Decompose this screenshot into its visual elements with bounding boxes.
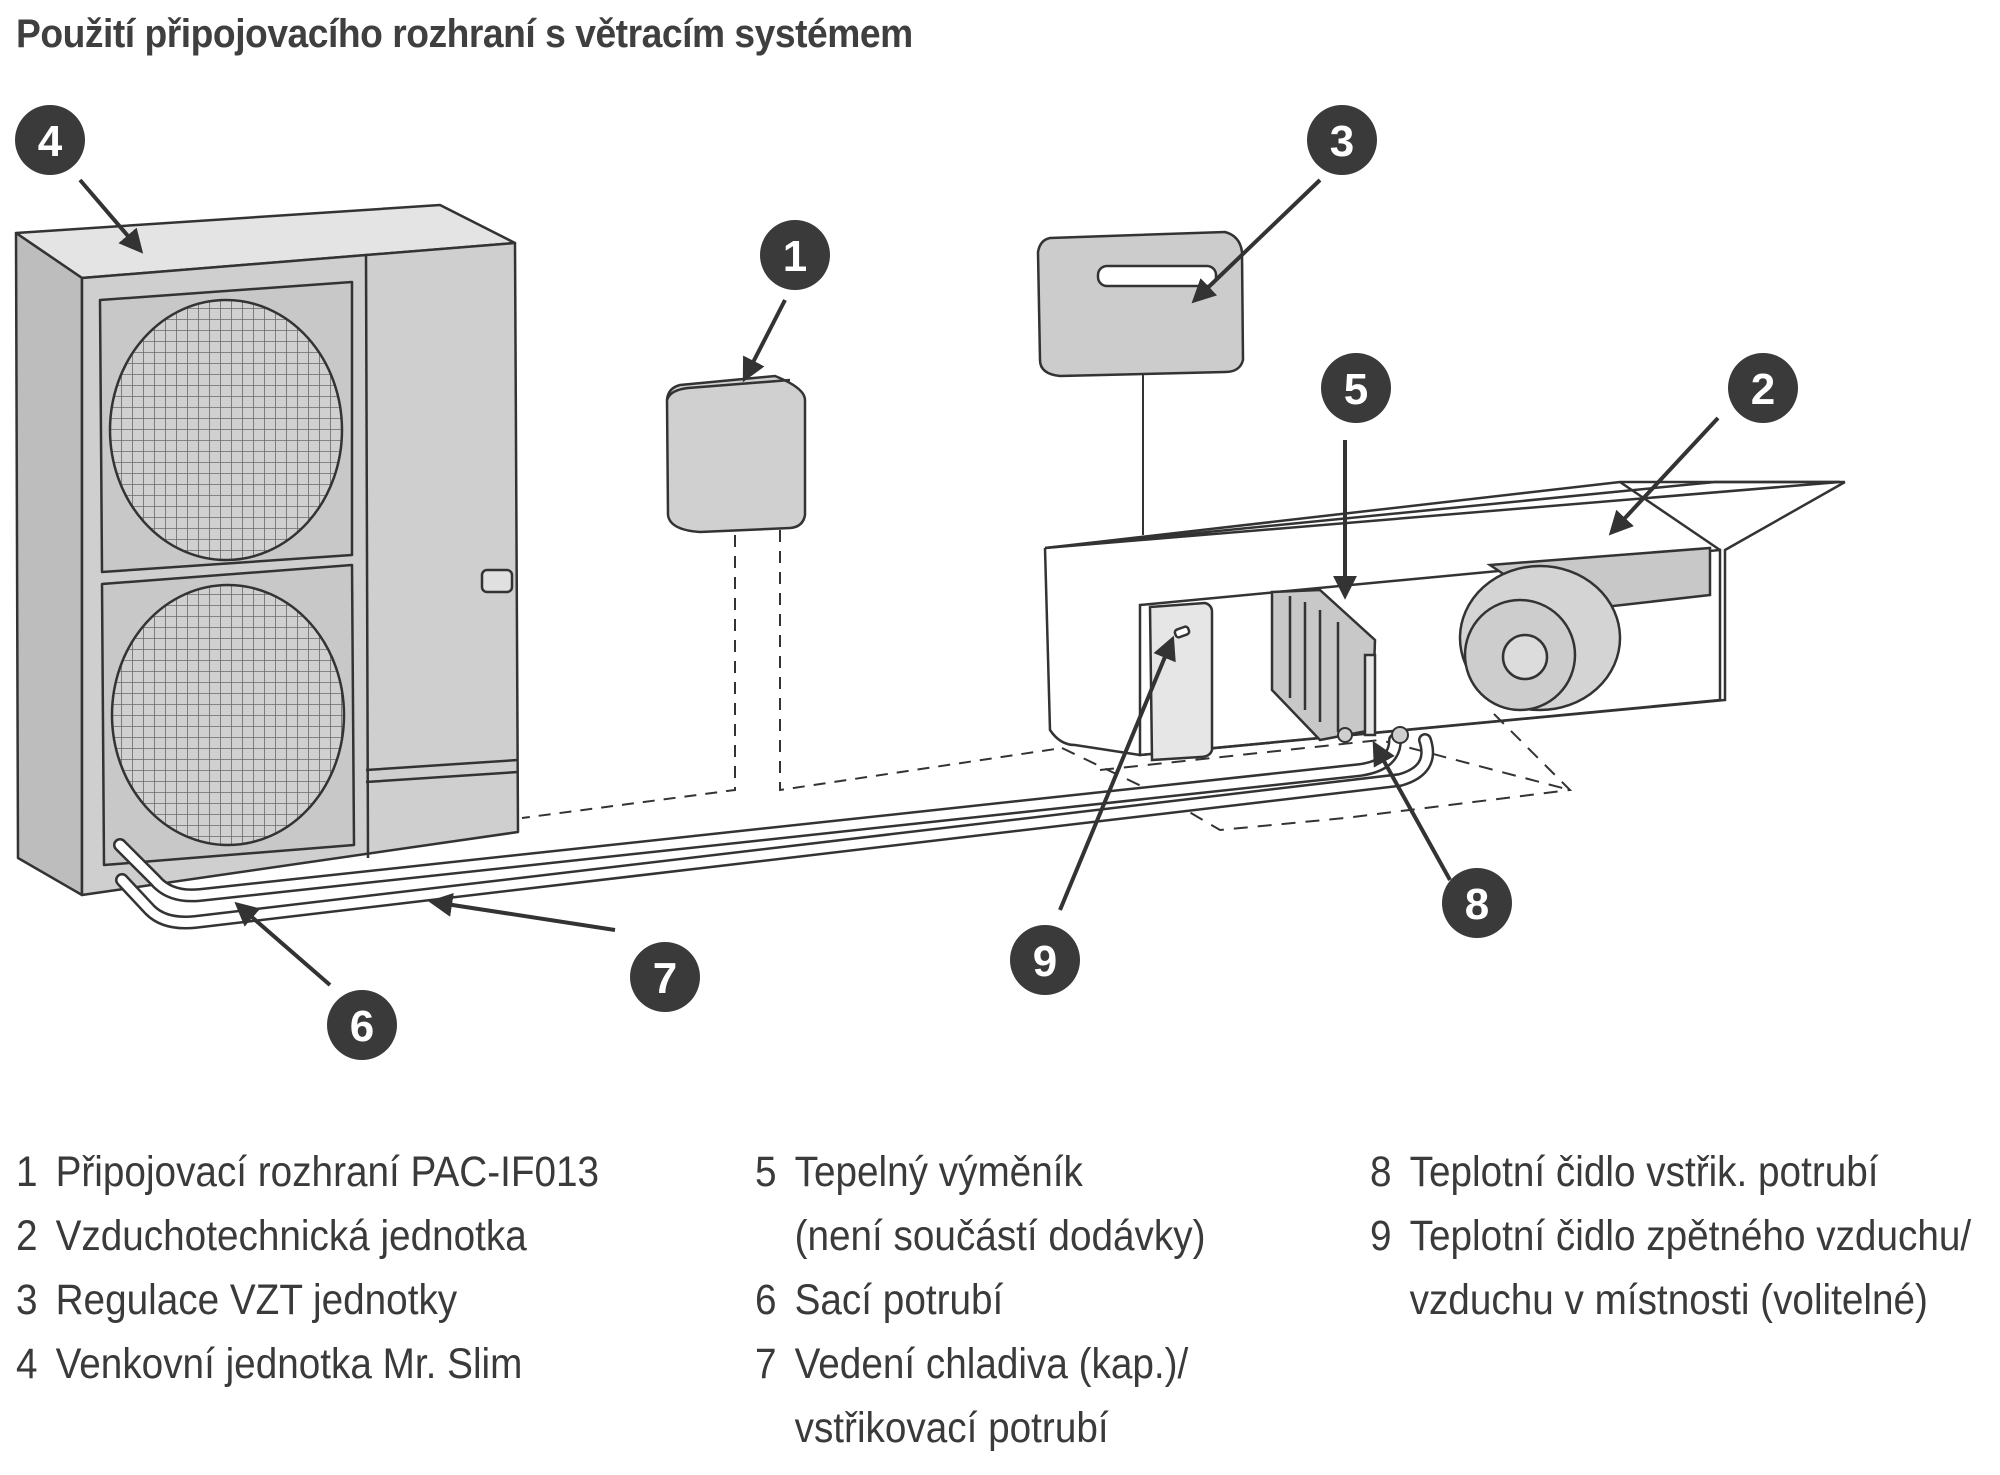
svg-text:3: 3 — [1330, 117, 1354, 166]
legend-text: Vzduchotechnická jednotka — [55, 1212, 527, 1260]
callout-6: 6 — [327, 990, 397, 1060]
legend-text: vzduchu v místnosti (volitelné) — [1409, 1276, 1928, 1324]
legend-number: 6 — [755, 1276, 777, 1324]
legend-number: 7 — [755, 1340, 777, 1388]
legend-number: 8 — [1370, 1148, 1392, 1196]
wiring-lines — [521, 530, 1063, 819]
legend-item: 2 Vzduchotechnická jednotka — [16, 1204, 599, 1268]
legend-text: Venkovní jednotka Mr. Slim — [55, 1340, 523, 1388]
controller-box — [1036, 230, 1245, 535]
legend-item: 5 Tepelný výměník (není součástí dodávky… — [755, 1140, 1205, 1268]
legend-item: 1 Připojovací rozhraní PAC-IF013 — [16, 1140, 599, 1204]
callout-2: 2 — [1728, 353, 1798, 423]
svg-text:8: 8 — [1465, 880, 1489, 929]
svg-text:1: 1 — [783, 232, 807, 281]
legend-number: 3 — [16, 1276, 38, 1324]
callout-8: 8 — [1442, 868, 1512, 938]
svg-text:5: 5 — [1344, 365, 1368, 414]
legend-item: 8 Teplotní čidlo vstřik. potrubí — [1370, 1140, 1971, 1204]
svg-text:7: 7 — [653, 954, 677, 1003]
legend-item: 7 Vedení chladiva (kap.)/ vstřikovací po… — [755, 1332, 1205, 1460]
legend-text: Regulace VZT jednotky — [55, 1276, 458, 1324]
legend-item: 9 Teplotní čidlo zpětného vzduchu/ vzduc… — [1370, 1204, 1971, 1332]
interface-box — [665, 374, 807, 534]
svg-text:4: 4 — [38, 117, 63, 166]
svg-text:2: 2 — [1751, 365, 1775, 414]
legend-item: 6 Sací potrubí — [755, 1268, 1205, 1332]
legend-text: Sací potrubí — [794, 1276, 1004, 1324]
callout-5: 5 — [1321, 353, 1391, 423]
legend-number: 4 — [16, 1340, 38, 1388]
heat-exchanger — [1270, 588, 1377, 742]
callout-4: 4 — [15, 105, 85, 175]
callout-9: 9 — [1010, 925, 1080, 995]
legend-text: (není součástí dodávky) — [794, 1212, 1206, 1260]
legend-text: Připojovací rozhraní PAC-IF013 — [55, 1148, 600, 1196]
outdoor-unit — [14, 203, 520, 897]
legend-item: 4 Venkovní jednotka Mr. Slim — [16, 1332, 599, 1396]
svg-text:9: 9 — [1033, 937, 1057, 986]
callout-arrows — [78, 178, 1720, 987]
legend-number: 5 — [755, 1148, 777, 1196]
callout-7: 7 — [630, 942, 700, 1012]
legend-text: Teplotní čidlo vstřik. potrubí — [1409, 1148, 1879, 1196]
legend-text: Tepelný výměník — [794, 1148, 1083, 1196]
legend-number: 2 — [16, 1212, 38, 1260]
svg-text:6: 6 — [350, 1002, 374, 1051]
legend-number: 9 — [1370, 1212, 1392, 1260]
legend-column-2: 5 Tepelný výměník (není součástí dodávky… — [755, 1140, 1205, 1460]
air-handling-unit — [1043, 480, 1846, 832]
legend-item: 3 Regulace VZT jednotky — [16, 1268, 599, 1332]
ventilation-system-diagram: 1 2 3 4 5 6 7 8 9 — [14, 105, 1846, 1060]
legend-number: 1 — [16, 1148, 38, 1196]
callout-1: 1 — [760, 220, 830, 290]
page-title: Použití připojovacího rozhraní s větrací… — [16, 12, 913, 56]
legend-column-1: 1 Připojovací rozhraní PAC-IF013 2 Vzduc… — [16, 1140, 599, 1396]
callout-3: 3 — [1307, 105, 1377, 175]
legend-text: Teplotní čidlo zpětného vzduchu/ — [1409, 1212, 1972, 1260]
legend-column-3: 8 Teplotní čidlo vstřik. potrubí 9 Teplo… — [1370, 1140, 1971, 1332]
legend-text: Vedení chladiva (kap.)/ — [794, 1340, 1189, 1388]
legend-text: vstřikovací potrubí — [794, 1404, 1109, 1452]
